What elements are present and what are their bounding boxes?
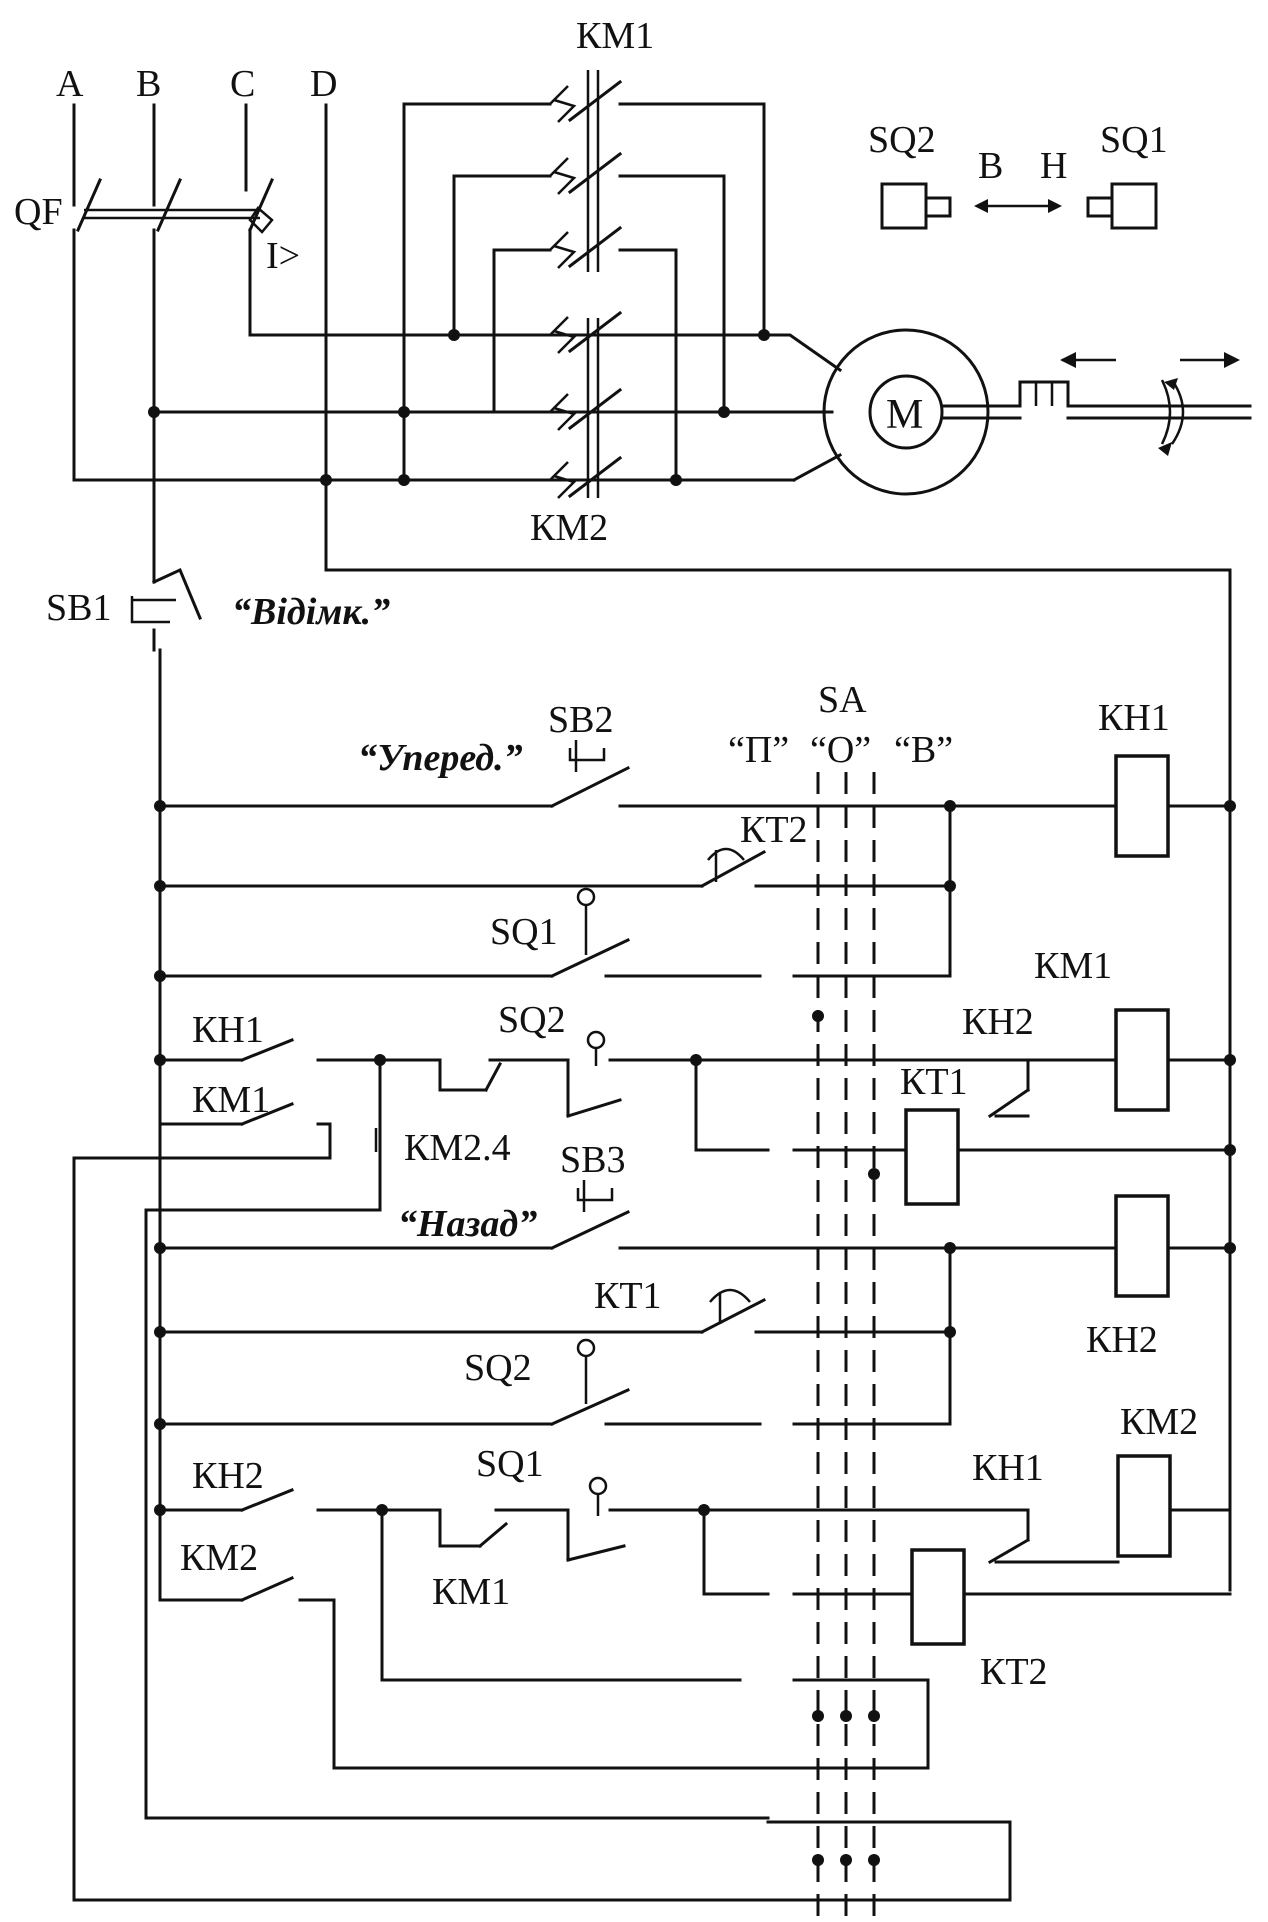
coil-kh1: КН1 — [1098, 697, 1236, 858]
kh2-coil-label: КН2 — [1086, 1319, 1158, 1361]
sb2-label: SB2 — [548, 699, 613, 741]
sb3-caption: “Назад” — [398, 1203, 537, 1245]
power-circuit: A B C D QF I> — [14, 15, 1252, 1592]
sq2-no-rung: SQ2 — [158, 1338, 952, 1426]
breaker-label: QF — [14, 191, 63, 233]
dir-fwd-label: Н — [1040, 145, 1067, 187]
motor: M — [762, 328, 1252, 496]
km24-label: КМ2.4 — [404, 1127, 511, 1169]
reverse-rung-sb3: SB3 “Назад” — [158, 1139, 1118, 1254]
sq1-legend-label: SQ1 — [1100, 119, 1168, 161]
dir-back-label: В — [978, 145, 1003, 187]
sa-pos-v: “В” — [894, 729, 953, 771]
km1-hold-label: КМ1 — [192, 1079, 270, 1121]
kt1-coil-label: КТ1 — [900, 1061, 968, 1103]
sq2-nc-label: SQ2 — [498, 999, 566, 1041]
stop-button-sb1: SB1 “Відімк.” — [46, 567, 390, 652]
sq1-no-label: SQ1 — [490, 911, 558, 953]
overcurrent-label: I> — [266, 235, 300, 277]
km2-power-label: КМ2 — [530, 507, 608, 549]
km2-coil-label: КМ2 — [1120, 1401, 1198, 1443]
sq2-no-label: SQ2 — [464, 1347, 532, 1389]
km1-nc-label: КМ1 — [432, 1571, 510, 1613]
sb2-caption: “Уперед.” — [358, 737, 523, 779]
kh2-contact-label-2: КН2 — [192, 1455, 264, 1497]
kh1-coil-label: КН1 — [1098, 697, 1170, 739]
coil-kt1: КТ1 — [792, 1061, 1236, 1206]
sa-pos-o: “О” — [810, 729, 871, 771]
kt1-contact-label: КТ1 — [594, 1275, 662, 1317]
km1-power-label: КМ1 — [576, 15, 654, 57]
phase-label-c: C — [230, 63, 255, 105]
phase-label-d: D — [310, 63, 337, 105]
sa-label: SA — [818, 679, 867, 721]
coil-kh2: КН2 — [1086, 1194, 1236, 1361]
circuit-breaker-qf: QF I> — [14, 178, 300, 277]
kh2-contact-label: КН2 — [962, 1001, 1034, 1043]
limit-switch-legend: SQ2 SQ1 В Н — [868, 119, 1168, 230]
km1-coil-rung: КН1 SQ2 КН2 КМ1 — [158, 945, 1236, 1152]
sq2-legend-label: SQ2 — [868, 119, 936, 161]
sa-pos-p: “П” — [728, 729, 789, 771]
forward-rung-sb2: SB2 “Уперед.” — [158, 699, 1122, 812]
sq1-nc-label: SQ1 — [476, 1443, 544, 1485]
sb3-label: SB3 — [560, 1139, 625, 1181]
sb1-label: SB1 — [46, 587, 111, 629]
km1-coil-label: КМ1 — [1034, 945, 1112, 987]
kh1-nc-label: КН1 — [972, 1447, 1044, 1489]
phase-label-a: A — [56, 63, 84, 105]
sb1-caption: “Відімк.” — [232, 591, 390, 633]
kt1-contact-rung: КТ1 — [158, 1246, 956, 1426]
km2-coil-rung: КН2 КМ1 SQ1 КН1 КМ2 — [158, 1401, 1232, 1613]
km2-hold-label: КМ2 — [180, 1537, 258, 1579]
control-circuit: SB1 “Відімк.” SA “П” “О” “В” SB2 “Упере — [46, 567, 1236, 1922]
km1-hold-contact: КМ1 КМ2.4 — [72, 1058, 1012, 1902]
kt2-contact-label: КТ2 — [740, 809, 808, 851]
motor-label: M — [886, 392, 923, 438]
kt2-coil-label: КТ2 — [980, 1651, 1048, 1693]
main-contacts: КМ1 КМ2 — [530, 15, 654, 549]
coil-kt2: КТ2 — [792, 1548, 1232, 1693]
sq1-no-rung: SQ1 — [158, 887, 952, 978]
phase-label-b: B — [136, 63, 161, 105]
km2-hold-contact: КМ2 — [158, 1508, 930, 1770]
kh1-contact-label: КН1 — [192, 1009, 264, 1051]
kt2-contact-rung: КТ2 — [158, 804, 956, 978]
